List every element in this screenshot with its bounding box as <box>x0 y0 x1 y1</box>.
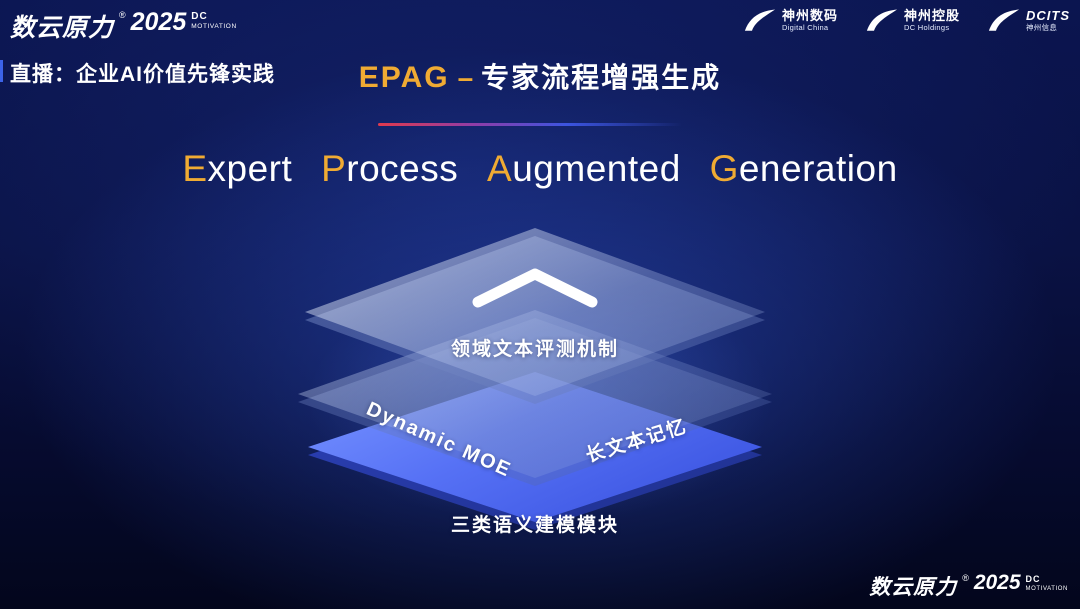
registered-mark: ® <box>119 10 126 20</box>
bottom-layer-label: 三类语义建模模块 <box>450 515 619 536</box>
footer-brand-logo: 数云原力 ® 2025 DC MOTIVATION <box>869 571 1068 601</box>
swoosh-icon <box>744 9 776 31</box>
live-accent-bar <box>0 60 3 82</box>
brand-dc: DC <box>1025 574 1041 584</box>
brand-motivation: MOTIVATION <box>191 23 237 30</box>
logo-dcits: DCITS 神州信息 <box>988 8 1070 34</box>
chevron-up-icon <box>472 268 598 308</box>
subtitle-rest: xpert <box>207 148 293 189</box>
brand-year: 2025 <box>130 8 187 36</box>
brand-name: 数云原力 <box>869 576 958 599</box>
subtitle-word: Expert <box>182 148 292 190</box>
swoosh-icon <box>866 9 898 31</box>
logo-sub: 神州信息 <box>1026 23 1058 33</box>
brand-dc: DC <box>191 11 208 22</box>
subtitle-rest: ugmented <box>512 148 681 189</box>
title-chinese: 专家流程增强生成 <box>481 62 722 93</box>
subtitle-initial: P <box>321 148 347 189</box>
brand-dc-motivation: DC MOTIVATION <box>1025 571 1068 593</box>
subtitle-rest: rocess <box>346 148 459 189</box>
brand-year: 2025 <box>973 571 1021 594</box>
brand-motivation: MOTIVATION <box>1025 586 1068 592</box>
logo-dc-holdings: 神州控股 DC Holdings <box>866 8 960 34</box>
swoosh-icon <box>988 9 1020 31</box>
logo-sub: Digital China <box>781 23 829 33</box>
subtitle-english: Expert Process Augmented Generation <box>0 148 1080 190</box>
logo-name: 神州数码 <box>781 8 838 24</box>
title-dash: – <box>457 62 474 93</box>
top-layer-label: 领域文本评测机制 <box>450 339 619 360</box>
logo-sub: DC Holdings <box>903 23 950 33</box>
logo-name: DCITS <box>1026 8 1070 24</box>
subtitle-rest: eneration <box>738 148 898 189</box>
logo-digital-china: 神州数码 Digital China <box>744 8 838 34</box>
subtitle-word: Generation <box>710 148 898 190</box>
title-acronym: EPAG <box>358 61 450 94</box>
logo-text: 神州控股 DC Holdings <box>903 8 960 33</box>
logo-name: 神州控股 <box>903 8 960 24</box>
brand-dc-motivation: DC MOTIVATION <box>191 8 236 31</box>
subtitle-initial: G <box>709 148 739 189</box>
registered-mark: ® <box>962 573 969 583</box>
subtitle-word: Process <box>321 148 458 190</box>
logo-text: 神州数码 Digital China <box>781 8 838 33</box>
live-label: 直播：企业AI价值先锋实践 <box>10 63 275 86</box>
subtitle-word: Augmented <box>487 148 681 190</box>
page-title: EPAG–专家流程增强生成 <box>0 56 1080 96</box>
subtitle-initial: A <box>487 148 513 189</box>
brand-name: 数云原力 <box>10 14 115 42</box>
subtitle-initial: E <box>182 148 208 189</box>
gradient-divider <box>378 123 682 126</box>
partner-logos: 神州数码 Digital China 神州控股 DC Holdings DCIT… <box>744 8 1070 34</box>
logo-text: DCITS 神州信息 <box>1026 8 1070 33</box>
brand-logo: 数云原力 ® 2025 DC MOTIVATION <box>10 8 237 44</box>
